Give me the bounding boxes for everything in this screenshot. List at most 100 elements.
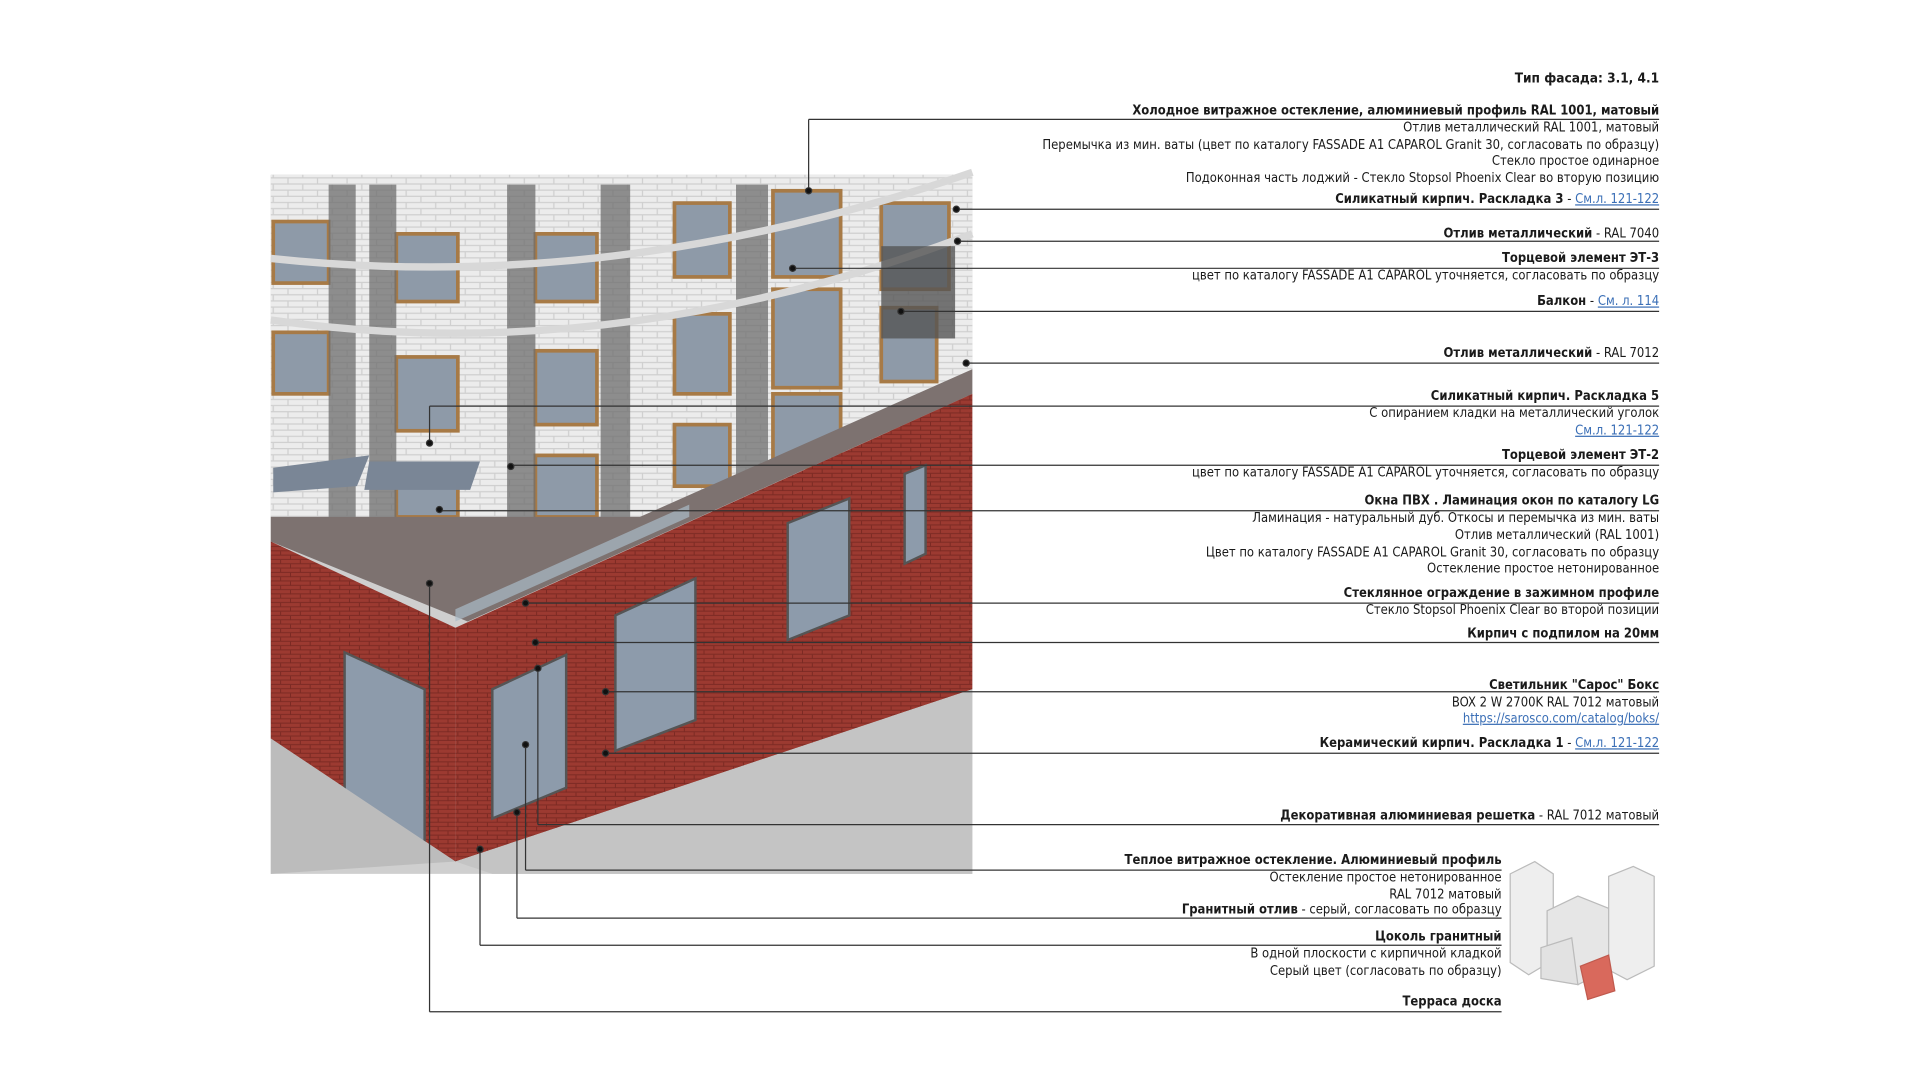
leader-dot [513,808,521,817]
callout-text: С опиранием кладки на металлический угол… [1369,406,1660,421]
callout-detail: См.л. 121-122 [1575,422,1659,439]
site-key-plan [1509,860,1655,1001]
callout-label: Балкон [1537,294,1587,309]
callout-text: Отлив металлический (RAL 1001) [1454,528,1660,543]
callout-detail: Отлив металлический (RAL 1001) [1455,527,1659,544]
callout-label: Торцевой элемент ЭТ-3 [1501,251,1660,266]
sheet-reference-link[interactable]: См.л. 121-122 [1575,736,1660,751]
leader-dot [897,307,905,316]
leader-dot [962,359,970,367]
callout-heading: Терраса доска [1402,993,1501,1010]
leader-dot [425,439,434,447]
callout-text: Стекло Stopsol Phoenix Clear во второй п… [1365,603,1660,618]
callout-label: Декоративная алюминиевая решетка [1280,808,1536,824]
callout-detail: Стекло простое одинарное [1492,153,1659,170]
callout-text: цвет по каталогу FASSADE A1 CAPAROL уточ… [1191,465,1660,481]
callout-text: Перемычка из мин. ваты (цвет по каталогу… [1042,137,1660,153]
callout-text: - [1563,192,1576,207]
leader-dot [601,749,610,757]
leader-dot [531,638,540,647]
callout-detail: цвет по каталогу FASSADE A1 CAPAROL уточ… [1192,267,1659,284]
callout-label: Силикатный кирпич. Раскладка 3 [1335,192,1564,207]
callout-label: Отлив металлический [1443,345,1593,361]
callout-label: Отлив металлический [1443,226,1593,242]
callout-label: Керамический кирпич. Раскладка 1 [1319,736,1564,751]
callout-label: Светильник "Сарос" Бокс [1489,678,1660,693]
callout-text: Цвет по каталогу FASSADE A1 CAPAROL Gran… [1205,545,1660,561]
callout-text: Подоконная часть лоджий - Стекло Stopsol… [1185,171,1660,186]
leader-dot [788,264,797,273]
callout-label: Холодное витражное остекление, алюминиев… [1132,103,1660,119]
leader-dot [952,205,961,213]
leader-dot [521,740,530,749]
callout-detail: Подоконная часть лоджий - Стекло Stopsol… [1186,170,1659,187]
callout-text: цвет по каталогу FASSADE A1 CAPAROL уточ… [1191,268,1660,284]
callout-heading: Торцевой элемент ЭТ-3 [1502,250,1659,267]
leader-dot [476,845,484,853]
leader-dot [953,237,962,245]
leader-dot [521,599,530,607]
leader-dot [804,187,813,195]
callout-detail: Серый цвет (согласовать по образцу) [1270,962,1502,979]
leader-dot [507,462,515,471]
callout-text: - [1586,294,1598,309]
callout-detail: цвет по каталогу FASSADE A1 CAPAROL уточ… [1192,464,1659,481]
building-render [270,168,974,874]
callout-text: - RAL 7012 [1592,345,1660,361]
callout-text: RAL 7012 матовый [1389,887,1502,903]
callout-text: Ламинация - натуральный дуб. Откосы и пе… [1252,510,1660,526]
callout-detail: https://sarosco.com/catalog/boks/ [1463,710,1659,727]
callout-heading: Кирпич с подпилом на 20мм [1467,625,1659,642]
callout-detail: Отлив металлический RAL 1001, матовый [1403,119,1659,136]
callout-detail: Цвет по каталогу FASSADE A1 CAPAROL Gran… [1206,544,1659,561]
callout-detail: Ламинация - натуральный дуб. Откосы и пе… [1252,510,1659,527]
callout-detail: RAL 7012 матовый [1389,886,1501,903]
callout-heading: Окна ПВХ . Ламинация окон по каталогу LG [1365,492,1660,509]
callout-heading: Отлив металлический - RAL 7012 [1443,345,1659,362]
sheet-reference-link[interactable]: https://sarosco.com/catalog/boks/ [1462,711,1660,727]
callout-heading: Балкон - См. л. 114 [1537,293,1659,310]
leader-dot [425,579,434,588]
sheet-reference-link[interactable]: См. л. 114 [1597,294,1660,309]
callout-detail: Остекление простое нетонированное [1427,560,1659,577]
callout-heading: Гранитный отлив - серый, согласовать по … [1182,901,1502,918]
callout-heading: Торцевой элемент ЭТ-2 [1502,447,1659,464]
callout-text: BOX 2 W 2700K RAL 7012 матовый [1451,695,1660,711]
callout-heading: Холодное витражное остекление, алюминиев… [1132,102,1659,119]
sheet-reference-link[interactable]: См.л. 121-122 [1575,192,1660,207]
callout-detail: В одной плоскости с кирпичной кладкой [1250,945,1501,962]
leader-lines [425,118,1660,1013]
callout-label: Силикатный кирпич. Раскладка 5 [1430,388,1660,404]
sheet-reference-link[interactable]: См.л. 121-122 [1575,423,1660,439]
callout-detail: Перемычка из мин. ваты (цвет по каталогу… [1042,137,1659,154]
callout-heading: Керамический кирпич. Раскладка 1 - См.л.… [1320,735,1660,752]
callout-detail: Стекло Stopsol Phoenix Clear во второй п… [1366,602,1659,619]
callout-text: Остекление простое нетонированное [1427,561,1660,577]
callout-label: Кирпич с подпилом на 20мм [1467,626,1660,642]
callout-label: Теплое витражное остекление. Алюминиевый… [1124,852,1502,868]
callout-text: Отлив металлический RAL 1001, матовый [1403,120,1660,136]
callout-label: Цоколь гранитный [1375,929,1502,945]
callout-label: Торцевой элемент ЭТ-2 [1501,448,1660,463]
callout-text: - серый, согласовать по образцу [1297,902,1502,917]
callout-heading: Стеклянное ограждение в зажимном профиле [1344,585,1659,602]
leader-dot [435,505,444,514]
facade-type-title: Тип фасада: 3.1, 4.1 [1514,70,1660,87]
callout-heading: Декоративная алюминиевая решетка - RAL 7… [1280,807,1659,824]
callout-text: В одной плоскости с кирпичной кладкой [1250,946,1502,962]
callout-text: - [1563,736,1576,751]
callout-text: - RAL 7012 матовый [1535,808,1660,824]
callout-label: Окна ПВХ . Ламинация окон по каталогу LG [1364,493,1660,509]
callout-detail: Остекление простое нетонированное [1270,869,1502,886]
callout-detail: BOX 2 W 2700K RAL 7012 матовый [1452,694,1659,711]
callout-label: Стеклянное ограждение в зажимном профиле [1343,585,1660,601]
callout-detail: С опиранием кладки на металлический угол… [1369,405,1659,422]
leader-dot [534,664,542,673]
callout-text: Серый цвет (согласовать по образцу) [1269,963,1502,979]
callout-text: - RAL 7040 [1592,226,1660,242]
callout-heading: Теплое витражное остекление. Алюминиевый… [1125,852,1502,869]
callout-label: Гранитный отлив [1181,902,1298,917]
callout-heading: Силикатный кирпич. Раскладка 3 - См.л. 1… [1335,191,1659,208]
